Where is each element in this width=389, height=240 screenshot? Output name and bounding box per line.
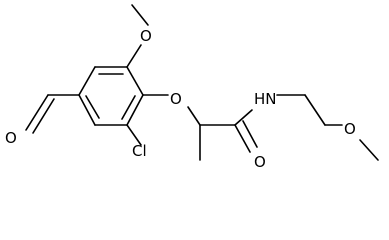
bond-o-methyl-top (131, 4, 149, 26)
atom-o-ether: O (170, 90, 182, 108)
bond-ring-cl (126, 124, 142, 146)
atom-nh: HN (254, 90, 277, 108)
atom-o-methoxy-top: O (140, 27, 152, 45)
bond-o-methyl-right (359, 139, 379, 161)
structure-diagram: O O O Cl HN O O (5, 4, 379, 171)
atom-o-methoxy-right: O (344, 120, 356, 138)
bond-co-o-double (242, 120, 258, 148)
bond-ring-o-top (126, 44, 142, 68)
bond-co-n (234, 109, 253, 126)
atom-o-aldehyde: O (5, 129, 17, 147)
bond-o-ch (187, 106, 201, 126)
benzene-ring (78, 66, 144, 126)
atom-o-carbonyl: O (254, 153, 266, 171)
bond-cho-co-double (32, 98, 55, 134)
molecule-canvas: O O O Cl HN O O (5, 4, 379, 171)
bond-co-o (234, 124, 251, 153)
atom-cl: Cl (132, 142, 147, 160)
bond-cho-co (25, 94, 49, 131)
bond-ch2-ch2 (304, 94, 326, 126)
